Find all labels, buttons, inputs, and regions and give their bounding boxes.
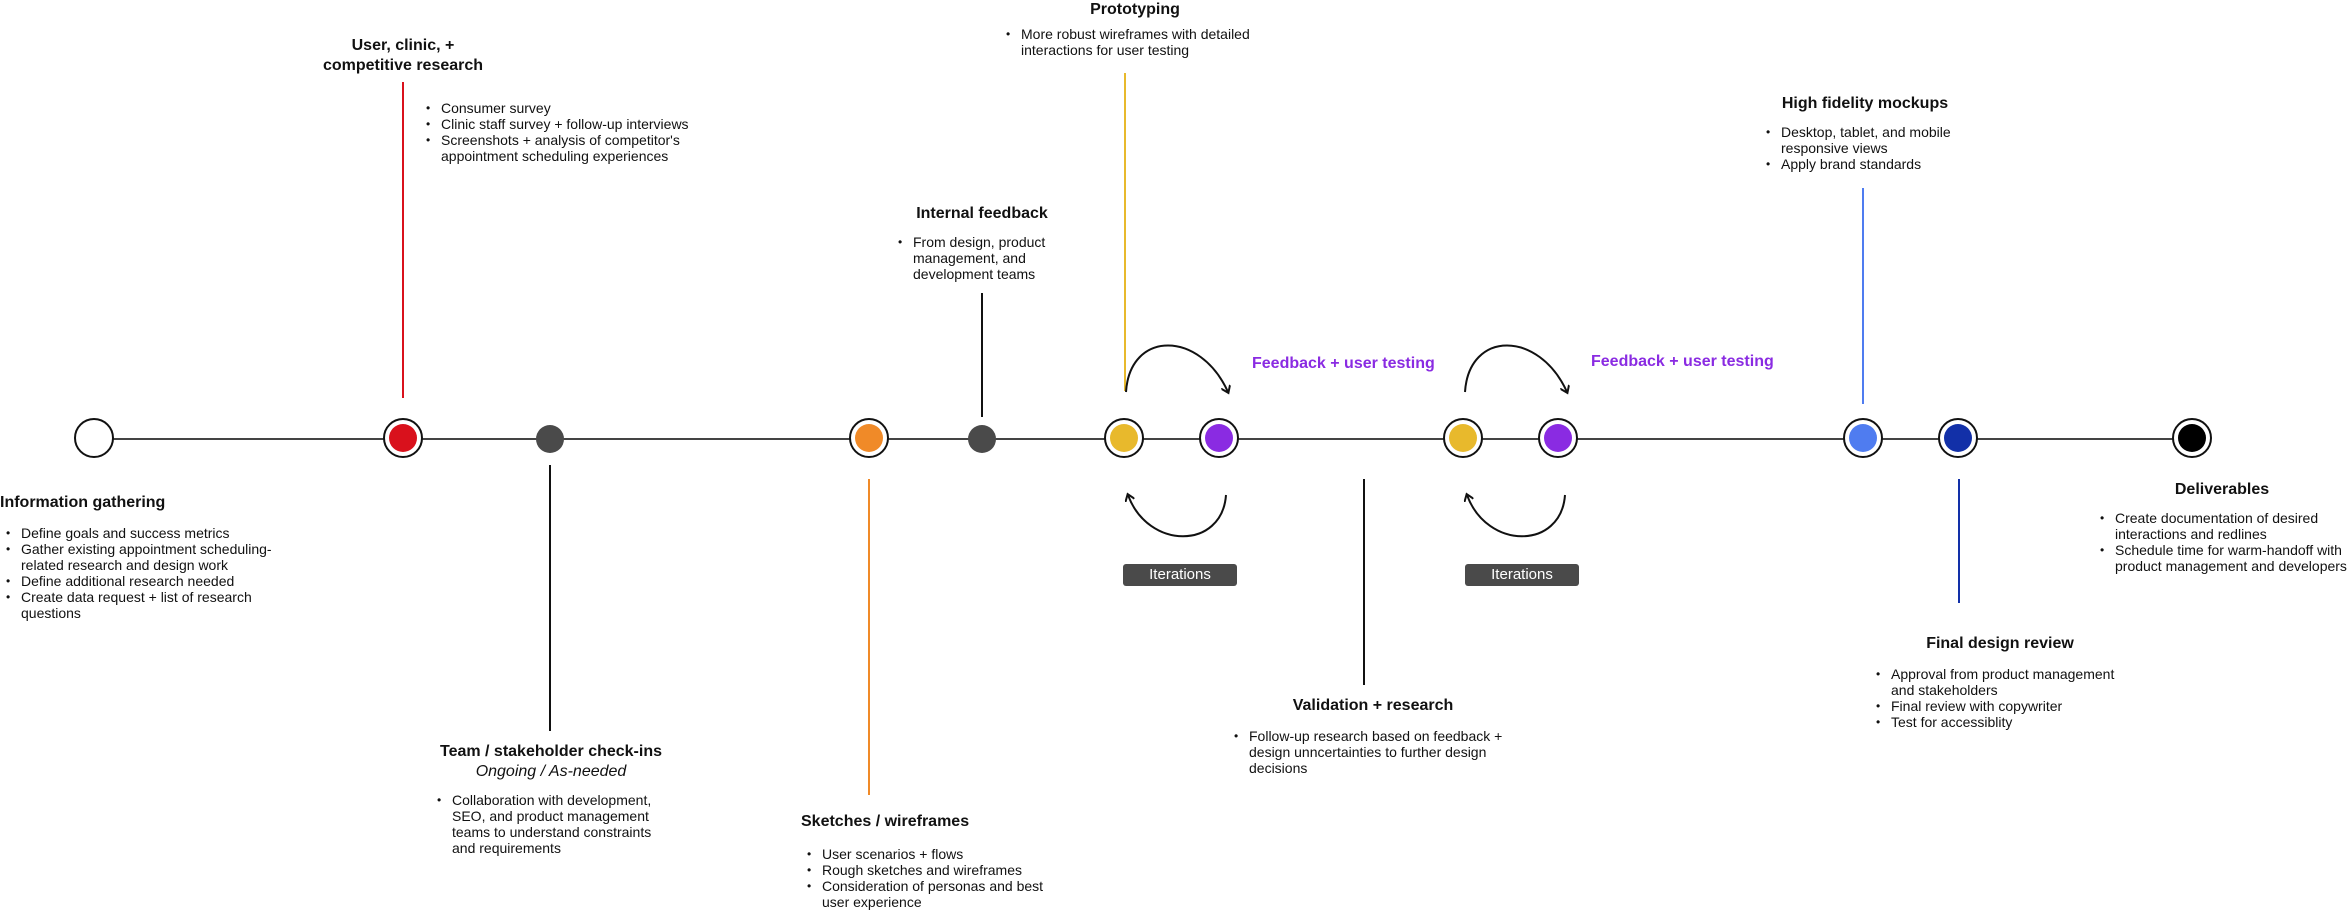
node-information-gathering (74, 418, 114, 458)
stage-bullet: Define additional research needed (6, 573, 290, 589)
stage-bullet: Follow-up research based on feedback + d… (1234, 728, 1509, 776)
stage-bullet: From design, product management, and dev… (898, 234, 1063, 282)
stage-final-review: Final design review Approval from produc… (1870, 634, 2130, 730)
stage-bullet: Final review with copywriter (1876, 698, 2131, 714)
stage-bullet: Clinic staff survey + follow-up intervie… (426, 116, 720, 132)
node-validation (1443, 418, 1483, 458)
node-testing-1 (1199, 418, 1239, 458)
connector-internal (981, 293, 983, 417)
loop-arrow-bottom-2 (1467, 495, 1566, 538)
iterations-badge-2: Iterations (1465, 564, 1579, 586)
stage-bullet: Define goals and success metrics (6, 525, 290, 541)
loop-arrow-bottom-1 (1128, 495, 1227, 538)
stage-title: Internal feedback (916, 205, 1048, 222)
stage-title: Prototyping (1090, 1, 1180, 18)
stage-title: Deliverables (2174, 481, 2270, 498)
stage-bullet: Consideration of personas and best user … (807, 878, 1062, 910)
connector-research (402, 82, 404, 398)
stage-research-title: User, clinic, + competitive research (300, 36, 506, 84)
stage-hifi: High fidelity mockups Desktop, tablet, a… (1760, 94, 1970, 172)
stage-bullet: Schedule time for warm-handoff with prod… (2100, 542, 2350, 574)
stage-sketches: Sketches / wireframes User scenarios + f… (801, 812, 1071, 910)
stage-title: Validation + research (1292, 697, 1454, 714)
stage-deliverables: Deliverables Create documentation of des… (2094, 480, 2350, 574)
node-deliverables (2172, 418, 2212, 458)
stage-title: High fidelity mockups (1781, 95, 1949, 112)
node-hifi (1843, 418, 1883, 458)
node-internal-feedback (968, 425, 996, 453)
loop-arrow-top-1 (1125, 344, 1228, 393)
stage-bullet: User scenarios + flows (807, 846, 1062, 862)
stage-bullet: Approval from product management and sta… (1876, 666, 2131, 698)
stage-title: Final design review (1926, 635, 2074, 652)
stage-validation: Validation + research Follow-up research… (1228, 696, 1518, 776)
stage-internal-feedback: Internal feedback From design, product m… (892, 204, 1072, 282)
stage-bullet: Create documentation of desired interact… (2100, 510, 2350, 542)
stage-information-gathering: Information gathering Define goals and s… (0, 493, 290, 621)
node-prototyping (1104, 418, 1144, 458)
stage-bullet: Screenshots + analysis of competitor's a… (426, 132, 720, 164)
stage-bullet: Desktop, tablet, and mobile responsive v… (1766, 124, 1961, 156)
stage-bullet: Consumer survey (426, 100, 720, 116)
connector-sketches (868, 479, 870, 795)
connector-prototyping (1124, 73, 1126, 391)
node-testing-2 (1538, 418, 1578, 458)
connector-team (549, 465, 551, 731)
connector-hifi (1862, 188, 1864, 404)
stage-title: Team / stakeholder check-ins (439, 743, 662, 760)
stage-subtitle: Ongoing / As-needed (475, 763, 627, 780)
stage-title: Information gathering (0, 494, 166, 511)
stage-bullet: More robust wireframes with detailed int… (1006, 26, 1261, 58)
node-sketches (849, 418, 889, 458)
stage-bullet: Collaboration with development, SEO, and… (437, 792, 671, 856)
stage-title: User, clinic, + competitive research (322, 37, 484, 74)
connector-validation (1363, 479, 1365, 685)
stage-prototyping: Prototyping More robust wireframes with … (1000, 0, 1270, 58)
node-final-review (1938, 418, 1978, 458)
node-team-checkins (536, 425, 564, 453)
stage-bullet: Apply brand standards (1766, 156, 1961, 172)
node-research (383, 418, 423, 458)
iterations-badge-1: Iterations (1123, 564, 1237, 586)
feedback-label-1: Feedback + user testing (1252, 355, 1435, 372)
connector-final (1958, 479, 1960, 603)
stage-bullet: Create data request + list of research q… (6, 589, 290, 621)
loop-arrow-top-2 (1464, 344, 1567, 393)
stage-research-bullets: Consumer survey Clinic staff survey + fo… (420, 100, 720, 164)
stage-bullet: Test for accessiblity (1876, 714, 2131, 730)
stage-bullet: Rough sketches and wireframes (807, 862, 1062, 878)
stage-bullet: Gather existing appointment scheduling-r… (6, 541, 290, 573)
stage-title: Sketches / wireframes (801, 813, 970, 830)
stage-team-checkins: Team / stakeholder check-ins Ongoing / A… (431, 742, 671, 856)
feedback-label-2: Feedback + user testing (1591, 353, 1774, 370)
